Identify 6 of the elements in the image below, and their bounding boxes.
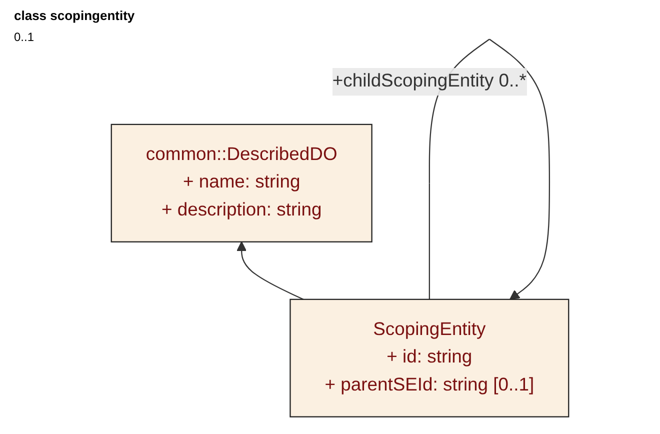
edge-label: +childScopingEntity 0..* <box>332 71 526 92</box>
multiplicity-label: 0..1 <box>14 30 34 44</box>
node-box: ScopingEntity + id: string + parentSEId: string [0..1] <box>290 298 570 418</box>
diagram-title: class scopingentity <box>14 8 135 23</box>
arrow <box>236 241 304 300</box>
node-box: common::DescribedDO + name: string + description: string <box>110 124 372 242</box>
